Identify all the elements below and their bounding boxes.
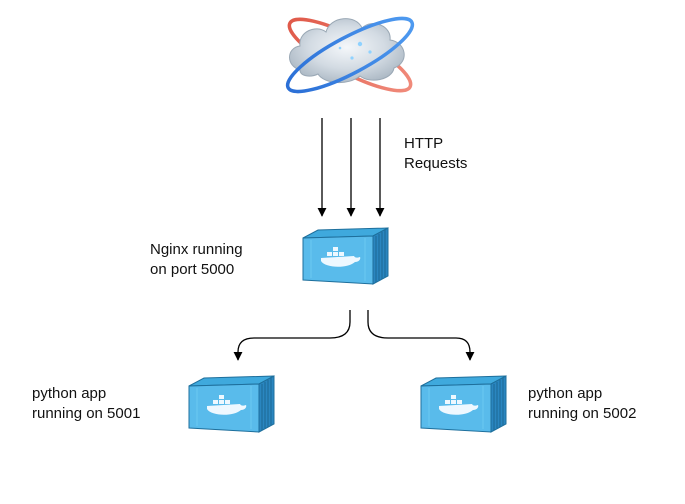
python-app-1-label: python app running on 5001 [32,385,141,422]
nginx-label: Nginx running on port 5000 [150,241,243,278]
python-app-1-container-icon [188,375,275,433]
branch-arrow-left [233,310,351,361]
nginx-container-icon [302,227,389,285]
branch-arrow-right [367,310,475,361]
python-app-2-label: python app running on 5002 [528,385,637,422]
internet-cloud-icon [285,16,415,94]
python-app-2-container-icon [420,375,507,433]
http-requests-label: HTTP Requests [404,135,468,172]
